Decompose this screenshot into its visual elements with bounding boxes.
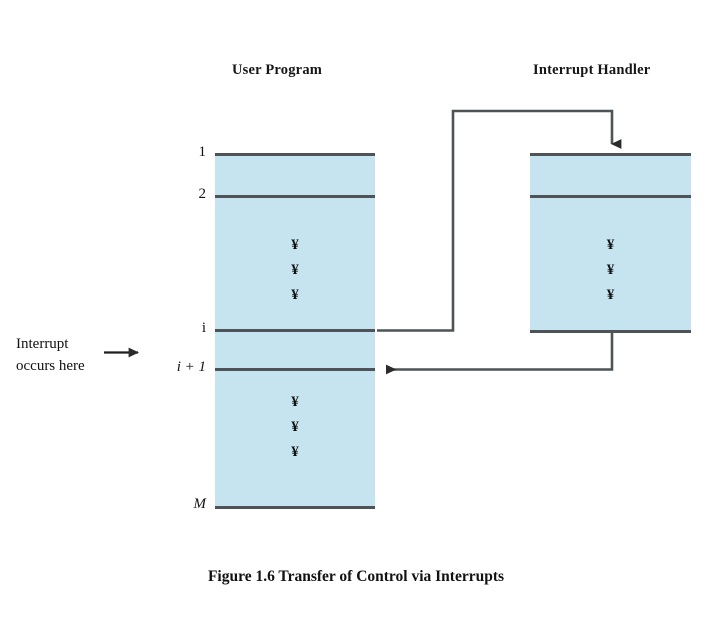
user-program-rule-1 <box>215 153 375 156</box>
interrupt-handler-title: Interrupt Handler <box>533 62 651 78</box>
interrupt-return-arrow <box>385 333 614 375</box>
user-program-ellipsis-upper: ¥ ¥ ¥ <box>215 233 375 308</box>
ellipsis-glyph: ¥ <box>606 287 615 303</box>
interrupt-handler-ellipsis: ¥ ¥ ¥ <box>530 233 691 308</box>
ellipsis-glyph: ¥ <box>291 287 299 303</box>
interrupt-note-line-2: occurs here <box>16 358 85 374</box>
interrupt-note-line-1: Interrupt <box>16 336 69 352</box>
row-label-1: 1 <box>198 144 207 160</box>
user-program-rule-m <box>215 506 375 509</box>
ellipsis-glyph: ¥ <box>291 262 299 278</box>
figure-caption: Figure 1.6 Transfer of Control via Inter… <box>207 568 505 585</box>
row-label-2: 2 <box>198 186 207 202</box>
ellipsis-glyph: ¥ <box>291 394 299 410</box>
row-label-m: M <box>193 496 207 512</box>
user-program-ellipsis-lower: ¥ ¥ ¥ <box>215 390 375 465</box>
interrupt-handler-block: ¥ ¥ ¥ <box>530 155 691 332</box>
ellipsis-glyph: ¥ <box>291 419 299 435</box>
user-program-rule-i-plus-1 <box>215 368 375 371</box>
user-program-title: User Program <box>232 62 323 78</box>
ellipsis-glyph: ¥ <box>606 237 615 253</box>
user-program-rule-i <box>215 329 375 332</box>
ellipsis-glyph: ¥ <box>606 262 615 278</box>
row-label-i: i <box>201 320 206 336</box>
user-program-rule-2 <box>215 195 375 198</box>
interrupt-occurs-note: Interrupt occurs here <box>16 333 136 377</box>
row-label-i-plus-1: i + 1 <box>176 359 206 375</box>
ellipsis-glyph: ¥ <box>291 444 299 460</box>
interrupt-handler-rule-bottom <box>530 330 691 333</box>
ellipsis-glyph: ¥ <box>291 237 299 253</box>
interrupt-handler-rule-top <box>530 153 691 156</box>
interrupt-handler-rule-second <box>530 195 691 198</box>
